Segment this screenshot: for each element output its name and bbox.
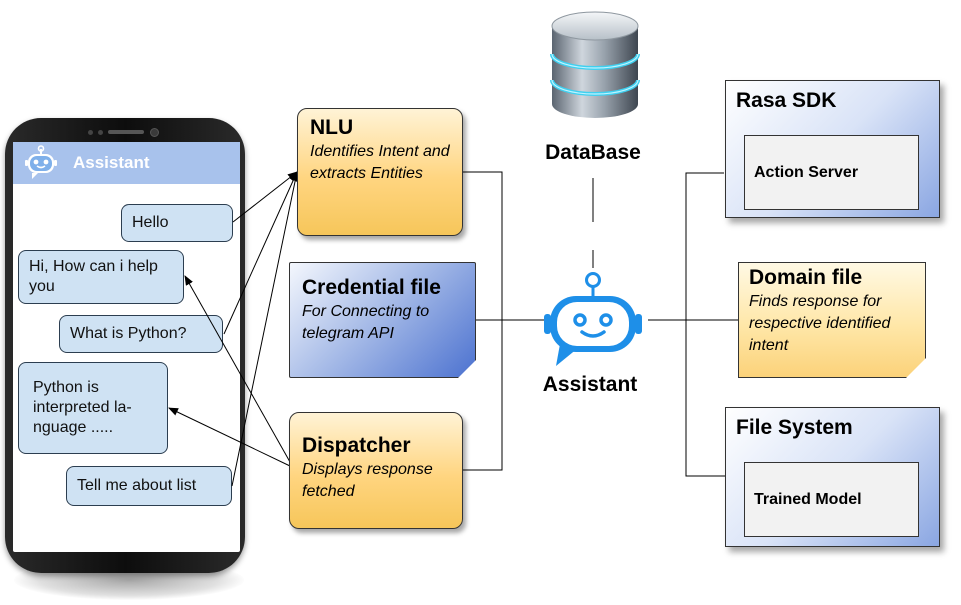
chat-message-user: What is Python?: [59, 315, 223, 353]
chat-message-bot: Hi, How can i help you: [18, 250, 184, 304]
domain-file-description: Finds response for respective identified…: [749, 293, 891, 354]
nlu-title: NLU: [310, 116, 354, 139]
file-system-title: File System: [736, 416, 853, 439]
message-text: Python is interpreted la-nguage .....: [33, 379, 132, 436]
chat-message-user: Hello: [121, 204, 233, 242]
phone-speaker: [108, 130, 144, 134]
phone-camera: [150, 128, 159, 137]
message-text: Hi, How can i help you: [29, 258, 158, 295]
assistant-label: Assistant: [542, 373, 638, 396]
rasa-sdk-title: Rasa SDK: [736, 89, 837, 112]
message-text: Hello: [132, 214, 169, 231]
trained-model-label: Trained Model: [754, 490, 862, 508]
robot-icon: [22, 145, 60, 181]
phone-sensor: [98, 130, 103, 135]
chat-message-user: Tell me about list: [66, 466, 232, 506]
nlu-description: Identifies Intent and extracts Entities: [310, 143, 450, 182]
dispatcher-box: Dispatcher Displays response fetched: [289, 412, 463, 529]
credential-file-box: Credential file For Connecting to telegr…: [289, 262, 476, 378]
domain-file-box: Domain file Finds response for respectiv…: [738, 262, 926, 378]
domain-file-title: Domain file: [749, 266, 863, 289]
database-label: DataBase: [545, 141, 641, 164]
trained-model-box: Trained Model: [744, 462, 919, 537]
database-icon: [548, 10, 642, 122]
dispatcher-description: Displays response fetched: [302, 461, 433, 500]
chat-message-bot: Python is interpreted la-nguage .....: [18, 362, 168, 454]
action-server-box: Action Server: [744, 135, 919, 210]
credential-title: Credential file: [302, 276, 441, 299]
dispatcher-title: Dispatcher: [302, 434, 411, 457]
robot-icon: [542, 270, 646, 368]
message-text: Tell me about list: [77, 477, 197, 494]
chat-header-title: Assistant: [73, 153, 150, 172]
action-server-label: Action Server: [754, 163, 859, 181]
credential-description: For Connecting to telegram API: [302, 303, 430, 342]
phone-sensor: [88, 130, 93, 135]
message-text: What is Python?: [70, 325, 187, 342]
nlu-box: NLU Identifies Intent and extracts Entit…: [297, 108, 463, 236]
